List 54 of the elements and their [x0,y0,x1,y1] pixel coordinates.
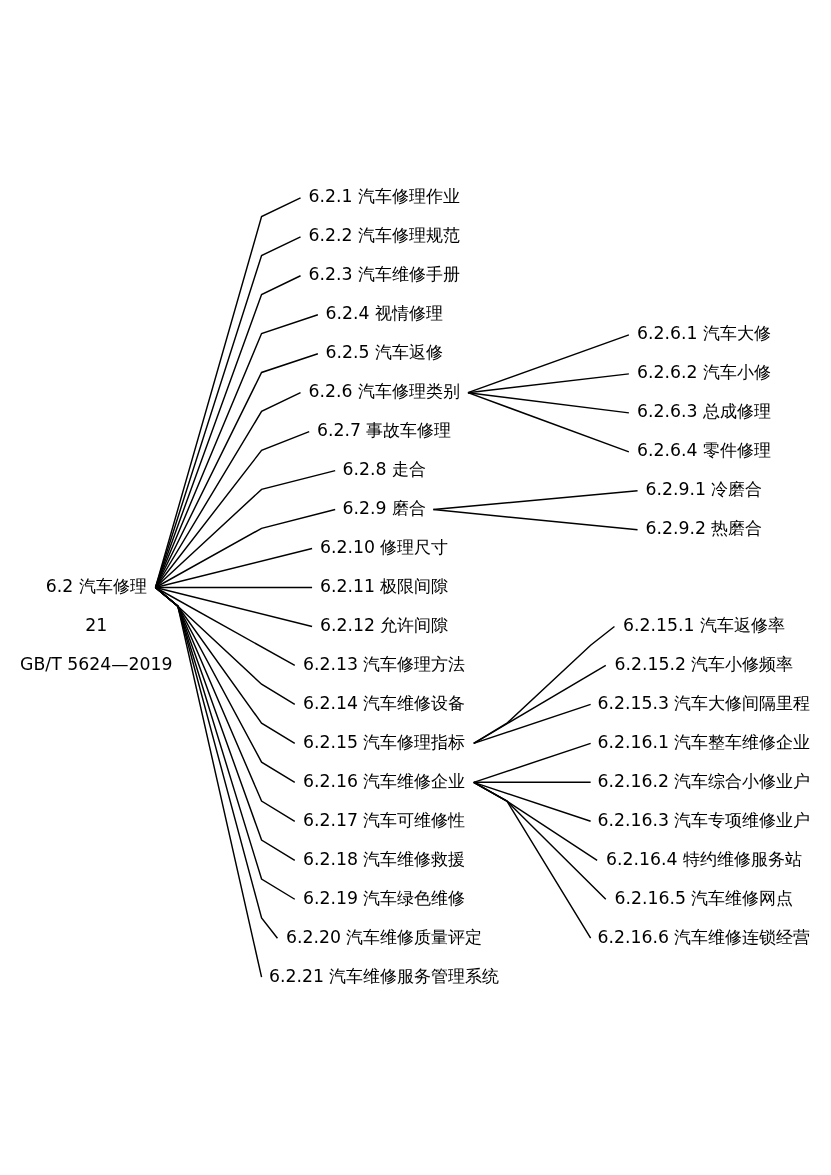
node-text: 6.2.12 允许间隙 [319,614,449,635]
node-text: 6.2.1 汽车修理作业 [307,186,460,207]
connector [472,703,591,745]
node-text: 6.2.16.3 汽车专项维修业户 [596,809,810,830]
connector [472,781,598,861]
node-text: 6.2.3 汽车维修手册 [307,264,460,285]
node-text: 6.2.21 汽车维修服务管理系统 [268,965,500,986]
node-text: 6.2.19 汽车绿色维修 [302,887,466,908]
node-text: 6.2.2 汽车修理规范 [307,225,460,246]
node-text: 6.2.6.1 汽车大修 [636,323,771,344]
node-text: 6.2.11 极限间隙 [319,575,449,596]
node-text: 6.2.13 汽车修理方法 [302,653,466,674]
node-text: 6.2.9.2 热磨合 [644,518,762,539]
node-text: 6.2.15.3 汽车大修间隔里程 [596,692,810,713]
node-text: 6.2.17 汽车可维修性 [302,809,466,830]
connector [154,586,313,628]
connector [154,586,262,978]
connector [432,508,638,531]
node-text: 6.2.16.4 特约维修服务站 [605,848,802,869]
node-text: 6.2.20 汽车维修质量评定 [285,926,483,947]
connector [472,781,591,823]
node-text: 6.2.10 修理尺寸 [319,537,449,558]
connector [154,508,336,589]
node-text: 6.2.16 汽车维修企业 [302,770,466,791]
node-text: 6.2.9 磨合 [341,498,426,519]
connector [472,781,591,939]
node-text: 6.2.7 事故车修理 [316,420,452,441]
node-text: 6.2.16.2 汽车综合小修业户 [596,770,810,791]
node-text: 6.2.15.1 汽车返修率 [622,614,785,635]
node-text: 6.2.15.2 汽车小修频率 [613,653,793,674]
connector [154,469,336,589]
connector [472,781,606,900]
label: 21 [84,614,107,635]
node-text: 6.2.9.1 冷磨合 [644,479,762,500]
label: GB/T 5624—2019 [19,653,173,674]
node-text: 6.2.18 汽车维修救援 [302,848,466,869]
connector [472,664,606,745]
node-text: 6.2.4 视情修理 [324,303,443,324]
node-text: 6.2.8 走合 [341,459,426,480]
node-text: 6.2.15 汽车修理指标 [302,731,466,752]
connector [472,742,591,784]
node-text: 6.2.6.3 总成修理 [636,401,771,422]
node-text: 6.2.14 汽车维修设备 [302,692,466,713]
node-text: 6.2.6 汽车修理类别 [307,381,460,402]
node-text: 6.2.16.1 汽车整车维修企业 [596,731,810,752]
node-text: 6.2.6.2 汽车小修 [636,362,771,383]
node-text: 6.2.16.5 汽车维修网点 [613,887,793,908]
connector [466,334,630,394]
node-text: 6.2.16.6 汽车维修连锁经营 [596,926,810,947]
node-text: 6.2.5 汽车返修 [324,342,443,363]
node-text: 6.2 汽车修理 [45,575,147,596]
node-text: 6.2.6.4 零件修理 [636,440,771,461]
connector [466,391,630,453]
connector [472,625,615,745]
